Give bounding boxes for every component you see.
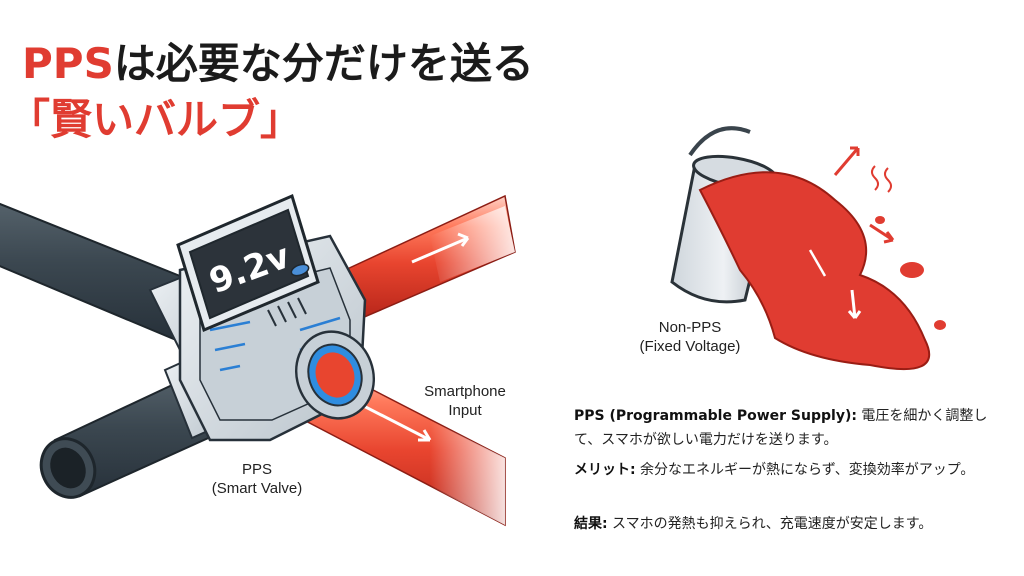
overflow-splash	[698, 146, 946, 371]
description-text: スマホの発熱も抑えられ、充電速度が安定します。	[607, 516, 933, 532]
page-subtitle: 「賢いバルブ」	[8, 95, 303, 144]
description-term: 結果:	[574, 516, 608, 532]
smartphone-label-line1: Smartphone	[424, 383, 506, 400]
description-term: PPS (Programmable Power Supply):	[574, 408, 857, 424]
pps-label: PPS (Smart Valve)	[182, 460, 332, 498]
page-title: PPSは必要な分だけを送る	[22, 40, 534, 88]
description-term: メリット:	[574, 462, 636, 478]
smartphone-label-line2: Input	[448, 402, 482, 419]
description-result: 結果: スマホの発熱も抑えられ、充電速度が安定します。	[574, 512, 1014, 536]
pps-label-line2: (Smart Valve)	[211, 480, 303, 497]
pps-label-line1: PPS	[241, 461, 272, 478]
title-rest: は必要な分だけを送る	[113, 39, 534, 88]
nonpps-label: Non-PPS (Fixed Voltage)	[625, 318, 755, 356]
description-pps: PPS (Programmable Power Supply): 電圧を細かく調…	[574, 404, 1014, 452]
output-pipe-upper	[344, 194, 516, 320]
description-text: 余分なエネルギーが熱にならず、変換効率がアップ。	[635, 462, 975, 478]
description-text: 電圧を細かく調整して、スマホが欲しい電力だけを送ります。	[574, 408, 988, 448]
title-accent: PPS	[22, 39, 114, 88]
nonpps-label-line1: Non-PPS	[658, 319, 722, 336]
smartphone-label: Smartphone Input	[400, 382, 530, 420]
description-merit: メリット: 余分なエネルギーが熱にならず、変換効率がアップ。	[574, 458, 1014, 482]
smart-valve	[148, 193, 375, 442]
nonpps-label-line2: (Fixed Voltage)	[639, 338, 741, 355]
